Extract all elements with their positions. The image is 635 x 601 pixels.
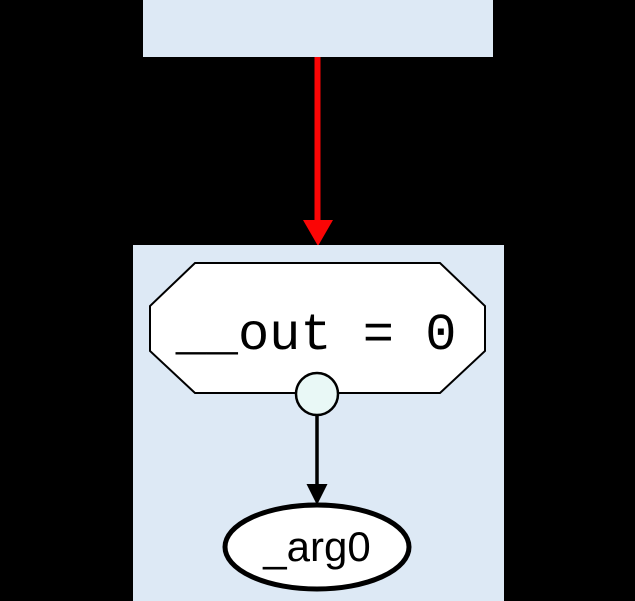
arg0-label: _arg0 — [262, 523, 370, 570]
out-assignment-node — [149, 262, 486, 394]
data-edge-arrowhead-icon — [306, 484, 328, 505]
arg0-node — [222, 502, 412, 592]
call-edge-arrowhead-icon — [303, 220, 333, 246]
caller-cluster-block — [143, 0, 493, 57]
output-port-circle — [294, 371, 340, 417]
out-assignment-label: __out = 0 — [175, 306, 457, 365]
